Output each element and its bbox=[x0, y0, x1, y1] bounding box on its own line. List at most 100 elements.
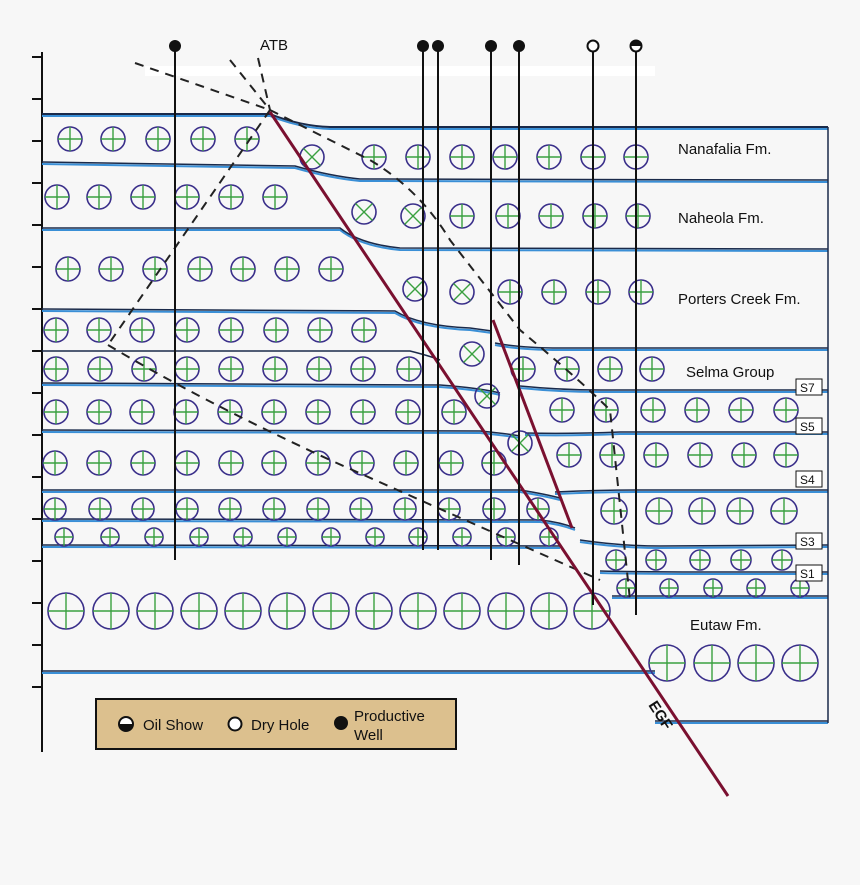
svg-text:S4: S4 bbox=[800, 473, 815, 487]
rock-symbol bbox=[773, 397, 799, 423]
rock-symbol bbox=[189, 527, 209, 547]
rock-symbol bbox=[100, 527, 120, 547]
rock-symbol bbox=[54, 527, 74, 547]
rock-symbol bbox=[474, 383, 500, 409]
rock-symbol bbox=[175, 497, 199, 521]
rock-symbol bbox=[443, 592, 481, 630]
rock-symbol bbox=[306, 356, 332, 382]
rock-symbol bbox=[737, 644, 775, 682]
rock-symbol bbox=[771, 549, 793, 571]
rock-symbol bbox=[530, 592, 568, 630]
svg-text:S1: S1 bbox=[800, 567, 815, 581]
rock-symbol bbox=[174, 184, 200, 210]
rock-symbol bbox=[131, 356, 157, 382]
rock-symbol bbox=[645, 549, 667, 571]
rock-symbol bbox=[142, 256, 168, 282]
rock-symbol bbox=[495, 203, 521, 229]
rock-symbol bbox=[187, 256, 213, 282]
productive-well-icon bbox=[417, 40, 429, 52]
rock-symbol bbox=[726, 497, 754, 525]
egf-fault bbox=[268, 111, 730, 797]
rock-symbol bbox=[492, 144, 518, 170]
rock-symbol bbox=[693, 644, 731, 682]
rock-symbol bbox=[497, 279, 523, 305]
rock-symbol bbox=[86, 399, 112, 425]
sequence-box-s5: S5 bbox=[795, 417, 823, 435]
legend-productive-line2: Well bbox=[354, 727, 383, 744]
legend-dry-hole: Dry Hole bbox=[251, 717, 309, 734]
rock-symbol bbox=[217, 399, 243, 425]
rock-symbol bbox=[349, 497, 373, 521]
rock-symbol bbox=[645, 497, 673, 525]
rock-symbol bbox=[582, 203, 608, 229]
rock-symbol bbox=[55, 256, 81, 282]
rock-symbol bbox=[746, 578, 766, 598]
rock-symbol bbox=[659, 578, 679, 598]
svg-text:S3: S3 bbox=[800, 535, 815, 549]
rock-symbol bbox=[393, 450, 419, 476]
rock-symbol bbox=[318, 256, 344, 282]
rock-symbol bbox=[86, 450, 112, 476]
rock-symbol bbox=[263, 317, 289, 343]
rock-symbol bbox=[449, 144, 475, 170]
rock-symbol bbox=[728, 397, 754, 423]
sequence-box-s3: S3 bbox=[795, 532, 823, 550]
rock-symbol bbox=[350, 399, 376, 425]
rock-symbol bbox=[349, 450, 375, 476]
rock-symbol bbox=[131, 497, 155, 521]
rock-symbol bbox=[86, 317, 112, 343]
rock-symbol bbox=[526, 497, 550, 521]
rock-symbol bbox=[43, 497, 67, 521]
productive-well-legend-icon bbox=[334, 716, 348, 730]
rock-symbol bbox=[684, 397, 710, 423]
rock-symbol bbox=[487, 592, 525, 630]
selma-label: Selma Group bbox=[686, 364, 774, 381]
rock-symbol bbox=[350, 356, 376, 382]
rock-symbol bbox=[616, 578, 636, 598]
rock-symbol bbox=[129, 317, 155, 343]
rock-symbol bbox=[459, 341, 485, 367]
rock-symbol bbox=[88, 497, 112, 521]
rock-symbol bbox=[351, 199, 377, 225]
rock-symbol bbox=[361, 144, 387, 170]
rock-symbol bbox=[42, 450, 68, 476]
rock-symbol bbox=[190, 126, 216, 152]
dry-hole-icon bbox=[586, 39, 600, 53]
rock-symbol bbox=[218, 497, 242, 521]
rock-symbol bbox=[365, 527, 385, 547]
rock-symbol bbox=[145, 126, 171, 152]
rock-symbol bbox=[262, 356, 288, 382]
porters-creek-label: Porters Creek Fm. bbox=[678, 291, 801, 308]
rock-symbol bbox=[402, 276, 428, 302]
rock-symbol bbox=[262, 184, 288, 210]
rock-symbol bbox=[312, 592, 350, 630]
rock-symbol bbox=[393, 497, 417, 521]
sequence-boxes: S7 S5 S4 S3 S1 bbox=[795, 378, 823, 582]
rock-symbol bbox=[86, 184, 112, 210]
rock-symbol bbox=[400, 203, 426, 229]
rock-symbol bbox=[87, 356, 113, 382]
rock-symbol bbox=[730, 549, 752, 571]
rock-symbol bbox=[770, 497, 798, 525]
rock-symbol bbox=[305, 399, 331, 425]
rock-symbol bbox=[44, 184, 70, 210]
nanafalia-label: Nanafalia Fm. bbox=[678, 141, 771, 158]
sequence-box-s7: S7 bbox=[795, 378, 823, 396]
rock-symbol bbox=[92, 592, 130, 630]
legend: Oil Show Dry Hole Productive Well bbox=[95, 698, 457, 750]
rock-symbol bbox=[449, 203, 475, 229]
rock-symbol bbox=[395, 399, 421, 425]
rock-symbol bbox=[605, 549, 627, 571]
rock-symbol bbox=[57, 126, 83, 152]
rock-symbol bbox=[482, 497, 506, 521]
rock-symbol bbox=[230, 256, 256, 282]
rock-symbol bbox=[129, 399, 155, 425]
rock-symbol bbox=[452, 527, 472, 547]
rock-symbol bbox=[556, 442, 582, 468]
legend-productive-line1: Productive bbox=[354, 708, 425, 725]
rock-symbol bbox=[218, 184, 244, 210]
oil-show-legend-icon bbox=[118, 716, 134, 732]
svg-text:S7: S7 bbox=[800, 381, 815, 395]
sequence-box-s4: S4 bbox=[795, 470, 823, 488]
